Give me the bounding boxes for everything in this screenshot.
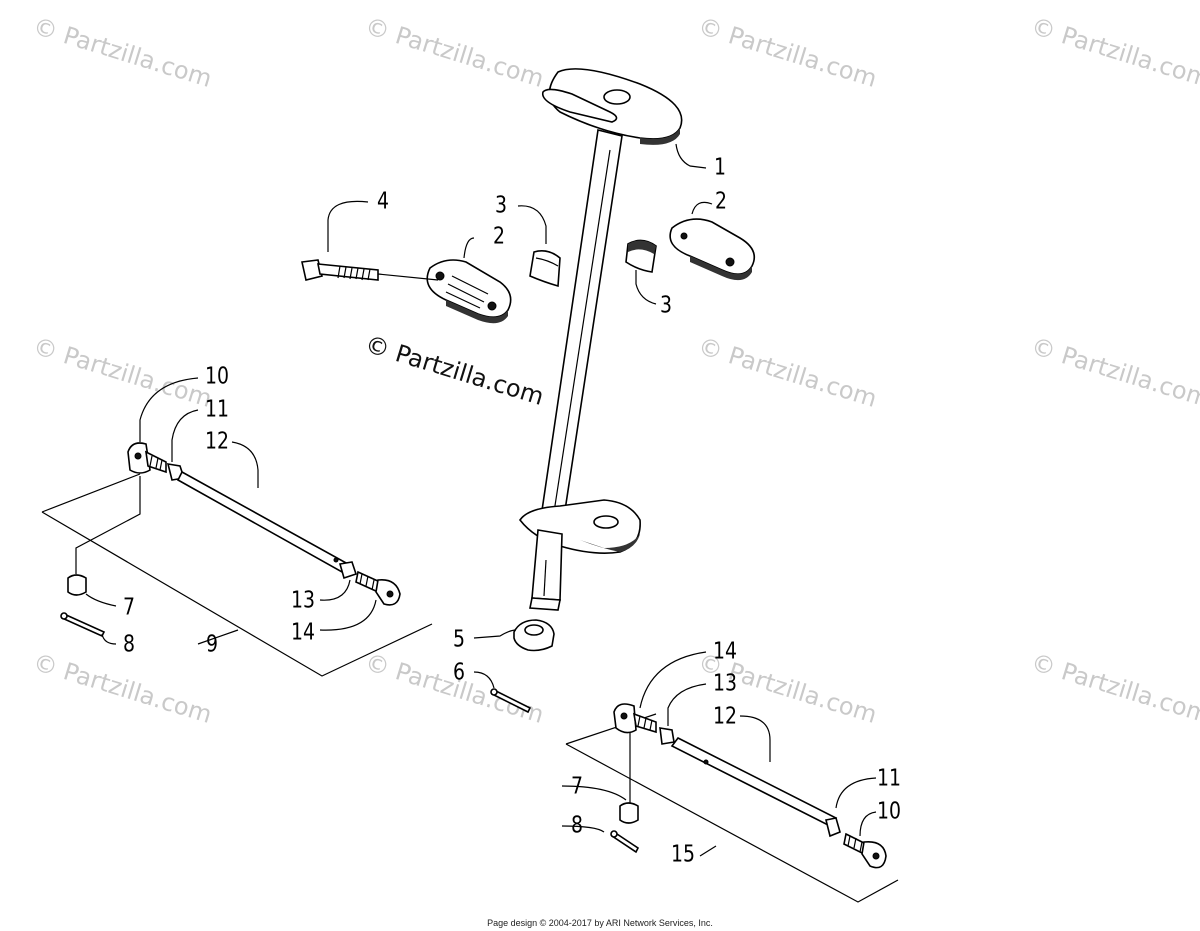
steering-post — [519, 68, 683, 611]
callout-8: 8 — [122, 631, 136, 658]
callout-12: 12 — [204, 428, 230, 455]
callout-11: 11 — [204, 396, 230, 423]
callout-14: 14 — [290, 619, 316, 646]
clamp-right — [669, 218, 756, 281]
callout-2: 2 — [714, 188, 728, 215]
callout-2: 2 — [492, 223, 506, 250]
bolt — [301, 259, 439, 281]
bushing-left — [529, 250, 561, 288]
tie-rod-left — [41, 442, 433, 677]
clamp-left — [426, 259, 512, 324]
callout-14: 14 — [712, 638, 738, 665]
callout-4: 4 — [376, 188, 390, 215]
callout-11: 11 — [876, 765, 902, 792]
callout-13: 13 — [712, 670, 738, 697]
tie-rod-right — [565, 703, 899, 903]
callout-12: 12 — [712, 703, 738, 730]
callout-8: 8 — [570, 812, 584, 839]
callout-7: 7 — [122, 594, 136, 621]
callout-15: 15 — [670, 841, 696, 868]
page-footer: Page design © 2004-2017 by ARI Network S… — [487, 918, 713, 928]
callout-6: 6 — [452, 659, 466, 686]
cotter-pin — [490, 688, 532, 714]
callout-10: 10 — [204, 363, 230, 390]
callout-7: 7 — [570, 773, 584, 800]
leader-lines — [85, 143, 877, 857]
callout-3: 3 — [659, 292, 673, 319]
callout-5: 5 — [452, 626, 466, 653]
callout-1: 1 — [713, 154, 727, 181]
callout-13: 13 — [290, 587, 316, 614]
callout-3: 3 — [494, 192, 508, 219]
callout-10: 10 — [876, 798, 902, 825]
castle-nut — [513, 619, 555, 652]
callout-9: 9 — [205, 631, 219, 658]
bushing-right — [625, 239, 657, 273]
